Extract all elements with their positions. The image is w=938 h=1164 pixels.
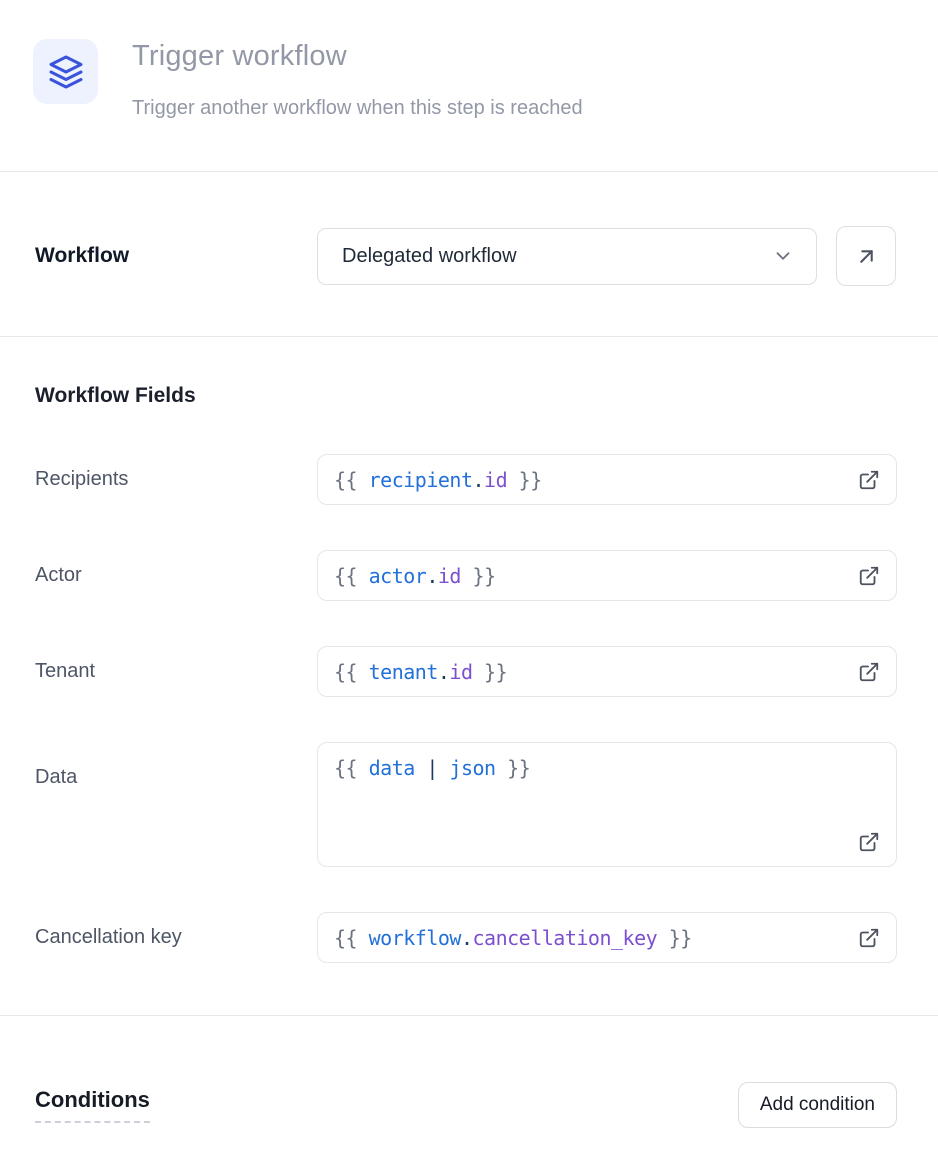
code-token-punct: . — [473, 468, 485, 492]
divider — [0, 336, 938, 337]
workflow-field-row: Cancellation key {{ workflow.cancellatio… — [35, 912, 897, 963]
code-token-prop: id — [438, 564, 461, 588]
code-token-var: recipient — [369, 468, 473, 492]
field-label: Tenant — [35, 660, 317, 683]
code-token-punct: . — [461, 926, 473, 950]
field-label: Cancellation key — [35, 926, 317, 949]
panel-header: Trigger workflow Trigger another workflo… — [0, 0, 938, 120]
code-token-brace: }} — [496, 756, 531, 780]
code-token-brace: {{ — [334, 468, 369, 492]
liquid-template-input[interactable]: {{ tenant.id }} — [317, 646, 897, 697]
page-title: Trigger workflow — [132, 40, 583, 73]
code-token-brace: }} — [461, 564, 496, 588]
external-link-icon[interactable] — [858, 927, 880, 949]
code-token-var: workflow — [369, 926, 461, 950]
code-token-var: tenant — [369, 660, 438, 684]
liquid-code: {{ workflow.cancellation_key }} — [334, 926, 858, 950]
external-link-icon[interactable] — [858, 661, 880, 683]
step-icon-box — [33, 39, 98, 104]
code-token-brace: {{ — [334, 756, 369, 780]
header-text: Trigger workflow Trigger another workflo… — [132, 39, 583, 120]
workflow-fields-heading: Workflow Fields — [35, 384, 897, 408]
workflow-field-row: Data {{ data | json }} — [35, 742, 897, 867]
divider — [0, 1015, 938, 1016]
code-token-brace: }} — [473, 660, 508, 684]
code-token-prop: id — [484, 468, 507, 492]
workflow-label: Workflow — [35, 244, 317, 268]
layers-icon — [48, 54, 84, 90]
workflow-field-row: Recipients {{ recipient.id }} — [35, 454, 897, 505]
chevron-down-icon — [772, 245, 794, 267]
conditions-heading: Conditions — [35, 1087, 150, 1123]
liquid-code: {{ data | json }} — [334, 756, 880, 780]
open-workflow-button[interactable] — [836, 226, 896, 286]
liquid-template-input[interactable]: {{ workflow.cancellation_key }} — [317, 912, 897, 963]
add-condition-button[interactable]: Add condition — [738, 1082, 897, 1128]
liquid-code: {{ tenant.id }} — [334, 660, 858, 684]
code-token-punct: | — [426, 756, 438, 780]
external-link-icon[interactable] — [858, 831, 880, 853]
liquid-template-input[interactable]: {{ actor.id }} — [317, 550, 897, 601]
code-token-brace — [415, 756, 427, 780]
workflow-select-value: Delegated workflow — [342, 245, 772, 268]
liquid-code: {{ actor.id }} — [334, 564, 858, 588]
workflow-field-row: Tenant {{ tenant.id }} — [35, 646, 897, 697]
code-token-brace — [438, 756, 450, 780]
conditions-section: Conditions Add condition — [0, 1082, 938, 1128]
code-token-prop: id — [449, 660, 472, 684]
arrow-up-right-icon — [854, 244, 879, 269]
code-token-prop: cancellation_key — [473, 926, 658, 950]
code-token-punct: . — [426, 564, 438, 588]
code-token-brace: {{ — [334, 660, 369, 684]
code-token-var: data — [369, 756, 415, 780]
workflow-select-row: Workflow Delegated workflow — [0, 226, 938, 286]
code-token-brace: {{ — [334, 564, 369, 588]
code-token-var: json — [449, 756, 495, 780]
liquid-code: {{ recipient.id }} — [334, 468, 858, 492]
field-label: Data — [35, 742, 317, 789]
code-token-brace: }} — [507, 468, 542, 492]
field-label: Actor — [35, 564, 317, 587]
workflow-field-row: Actor {{ actor.id }} — [35, 550, 897, 601]
field-label: Recipients — [35, 468, 317, 491]
workflow-select[interactable]: Delegated workflow — [317, 228, 817, 285]
external-link-icon[interactable] — [858, 469, 880, 491]
workflow-fields-list: Recipients {{ recipient.id }} Actor {{ a… — [35, 454, 897, 963]
code-token-brace: {{ — [334, 926, 369, 950]
page-subtitle: Trigger another workflow when this step … — [132, 97, 583, 120]
divider — [0, 171, 938, 172]
liquid-template-input[interactable]: {{ data | json }} — [317, 742, 897, 867]
code-token-punct: . — [438, 660, 450, 684]
code-token-var: actor — [369, 564, 427, 588]
liquid-template-input[interactable]: {{ recipient.id }} — [317, 454, 897, 505]
external-link-icon[interactable] — [858, 565, 880, 587]
code-token-brace: }} — [657, 926, 692, 950]
workflow-fields-section: Workflow Fields Recipients {{ recipient.… — [0, 384, 938, 963]
